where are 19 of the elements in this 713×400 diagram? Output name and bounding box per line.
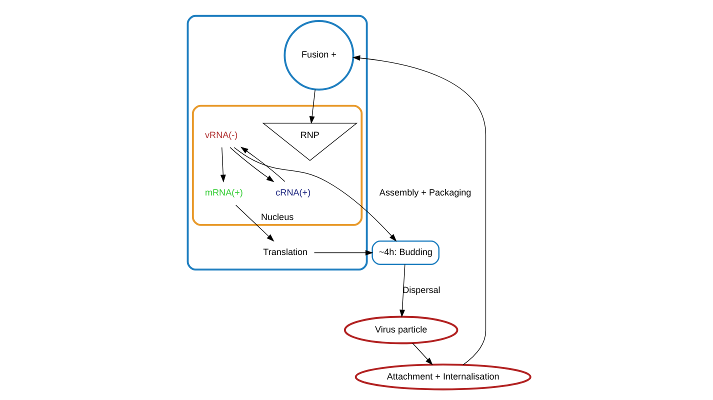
arrow: [309, 89, 316, 124]
arrow: [235, 204, 274, 242]
arrow: [400, 264, 406, 318]
arrow: [220, 147, 226, 183]
arrow: [412, 342, 433, 366]
arrow: [234, 147, 397, 242]
node-text: Translation: [263, 247, 308, 258]
node-circle: Fusion +: [284, 20, 354, 91]
arrow: [240, 146, 286, 182]
node-text: vRNA(-): [205, 130, 238, 140]
edge-label: Assembly + Packaging: [379, 188, 472, 198]
arrow: [352, 55, 486, 366]
node-ellipse: Virus particle: [344, 316, 458, 344]
node-ellipse: Attachment + Internalisation: [354, 364, 532, 390]
node-text: cRNA(+): [276, 188, 311, 198]
arrow: [314, 250, 374, 256]
arrow: [230, 147, 274, 182]
node-box: ~4h: Budding: [372, 240, 440, 266]
node-text: mRNA(+): [204, 188, 243, 198]
